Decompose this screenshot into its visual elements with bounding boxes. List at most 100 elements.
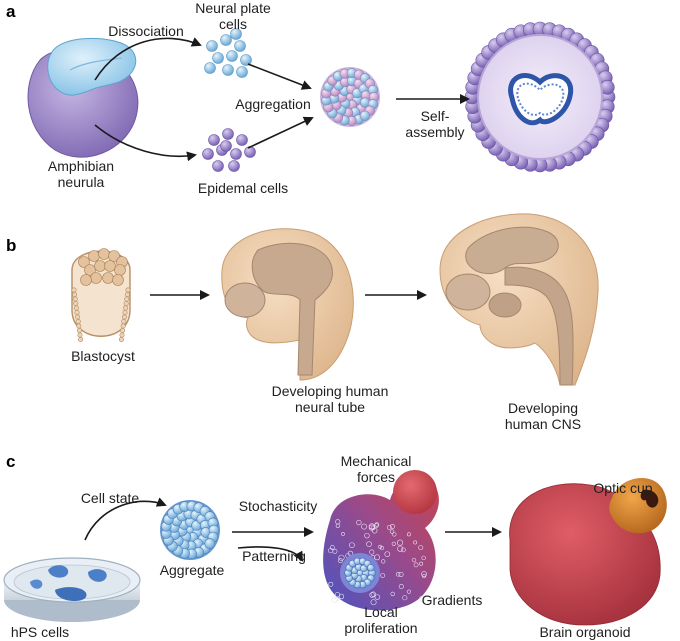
neural-plate-cell	[236, 66, 248, 78]
label-amphibian-neurula: Amphibian neurula	[47, 158, 115, 190]
arrow-dissociation-bottom	[94, 124, 197, 162]
trophoblast-cell	[123, 305, 129, 311]
gradient-speckle	[389, 529, 395, 534]
label-aggregate: Aggregate	[159, 562, 225, 578]
gradient-speckle	[395, 572, 401, 577]
neural-plate-cell	[234, 40, 246, 52]
arrow-cell-state	[84, 497, 167, 541]
inner-cell-mass-cell	[112, 274, 124, 286]
gradient-speckle	[390, 591, 395, 597]
panel-b	[71, 213, 599, 386]
inner-cell-mass-cell	[114, 264, 126, 276]
label-aggregation: Aggregation	[235, 96, 311, 112]
trophoblast-cell	[123, 300, 129, 306]
panel-letter-c: c	[6, 452, 16, 471]
arrow-dissociation-top	[94, 37, 202, 81]
gradient-speckle	[411, 557, 417, 563]
gradient-speckle	[422, 573, 427, 579]
gradient-speckle	[378, 544, 383, 549]
gradient-speckle	[368, 523, 375, 530]
label-brain-organoid: Brain organoid	[539, 624, 631, 640]
trophoblast-cell	[119, 332, 125, 338]
human-cns-illustration	[439, 213, 599, 386]
gradient-speckle	[406, 589, 411, 594]
gradient-speckle	[337, 558, 343, 564]
gradient-speckle	[419, 561, 424, 566]
arrow-epidermal-to-aggregate	[247, 116, 314, 149]
epidermal-cells-cluster	[202, 128, 256, 172]
trophoblast-cell	[124, 296, 130, 302]
trophoblast-cell	[121, 318, 127, 324]
epidermal-cell	[208, 134, 220, 146]
amphibian-neurula-illustration	[27, 37, 139, 158]
trophoblast-cell	[75, 318, 81, 324]
inner-cell-mass-cell	[80, 274, 92, 286]
gradient-speckle	[374, 594, 381, 600]
label-mechanical-forces: Mechanical forces	[340, 453, 412, 485]
neural-plate-cell	[220, 34, 232, 46]
gradient-speckle	[338, 593, 345, 600]
gradient-speckle	[386, 524, 392, 530]
panel-a	[27, 21, 616, 173]
label-stochasticity: Stochasticity	[238, 498, 318, 514]
gradient-speckle	[361, 523, 368, 530]
gradient-speckle	[335, 596, 340, 601]
gradient-speckle	[421, 555, 426, 561]
epidermal-cell	[230, 148, 242, 160]
gradient-speckle	[398, 584, 404, 590]
gradient-speckle	[398, 571, 404, 577]
label-optic-cup: Optic cup	[593, 480, 653, 496]
label-blastocyst: Blastocyst	[71, 348, 135, 364]
gradient-speckle	[370, 591, 376, 597]
gradient-speckle	[421, 571, 427, 577]
gradient-speckle	[389, 524, 395, 530]
gradient-speckle	[418, 545, 424, 551]
label-neural-tube: Developing human neural tube	[271, 383, 389, 415]
inner-cell-mass-cell	[94, 260, 106, 272]
gradient-speckle	[329, 545, 335, 550]
gradient-speckle	[366, 541, 372, 548]
epidermal-cell	[244, 146, 256, 158]
label-dissociation: Dissociation	[108, 23, 184, 39]
gradient-speckle	[380, 573, 386, 578]
inner-cell-mass-cell	[108, 250, 120, 262]
trophoblast-cell	[74, 309, 80, 315]
gradient-speckle	[392, 532, 397, 537]
trophoblast-cell	[72, 291, 78, 297]
gradient-speckle	[369, 592, 375, 598]
trophoblast-cell	[78, 336, 84, 342]
label-hps-cells: hPS cells	[10, 624, 70, 640]
neural-plate-cell	[212, 52, 224, 64]
self-assembled-sphere	[464, 21, 616, 173]
label-human-cns: Developing human CNS	[504, 400, 582, 432]
inner-cell-mass-cell	[102, 272, 114, 284]
panel-letter-b: b	[6, 236, 17, 255]
gradient-speckle	[401, 547, 406, 553]
neural-plate-cell	[226, 50, 238, 62]
developing-organoid	[323, 470, 439, 611]
label-epidermal-cells: Epidemal cells	[197, 180, 289, 196]
label-self-assembly: Self- assembly	[405, 108, 465, 140]
inner-cell-mass-cell	[90, 272, 102, 284]
trophoblast-cell	[73, 305, 79, 311]
label-patterning: Patterning	[242, 548, 306, 564]
neural-plate-cell	[240, 54, 252, 66]
trophoblast-cell	[73, 300, 79, 306]
gradient-speckle	[338, 554, 345, 561]
inner-cell-mass-cell	[78, 256, 90, 268]
gradient-speckle	[331, 596, 338, 603]
inner-cell-mass-cell	[98, 248, 110, 260]
gradient-speckle	[402, 595, 408, 601]
label-neural-plate-cells: Neural plate cells	[195, 0, 271, 32]
arrow-plate-to-aggregate	[247, 63, 312, 90]
gradient-speckle	[328, 581, 334, 587]
trophoblast-cell	[120, 327, 126, 333]
trophoblast-cell	[76, 323, 82, 329]
gradient-speckle	[349, 542, 355, 549]
neural-plate-cells-cluster	[204, 28, 252, 78]
trophoblast-cell	[71, 287, 77, 293]
aggregate-sphere	[160, 500, 220, 560]
trophoblast-cell	[121, 314, 127, 320]
epidermal-cell	[228, 160, 240, 172]
inner-cell-mass-cell	[88, 250, 100, 262]
